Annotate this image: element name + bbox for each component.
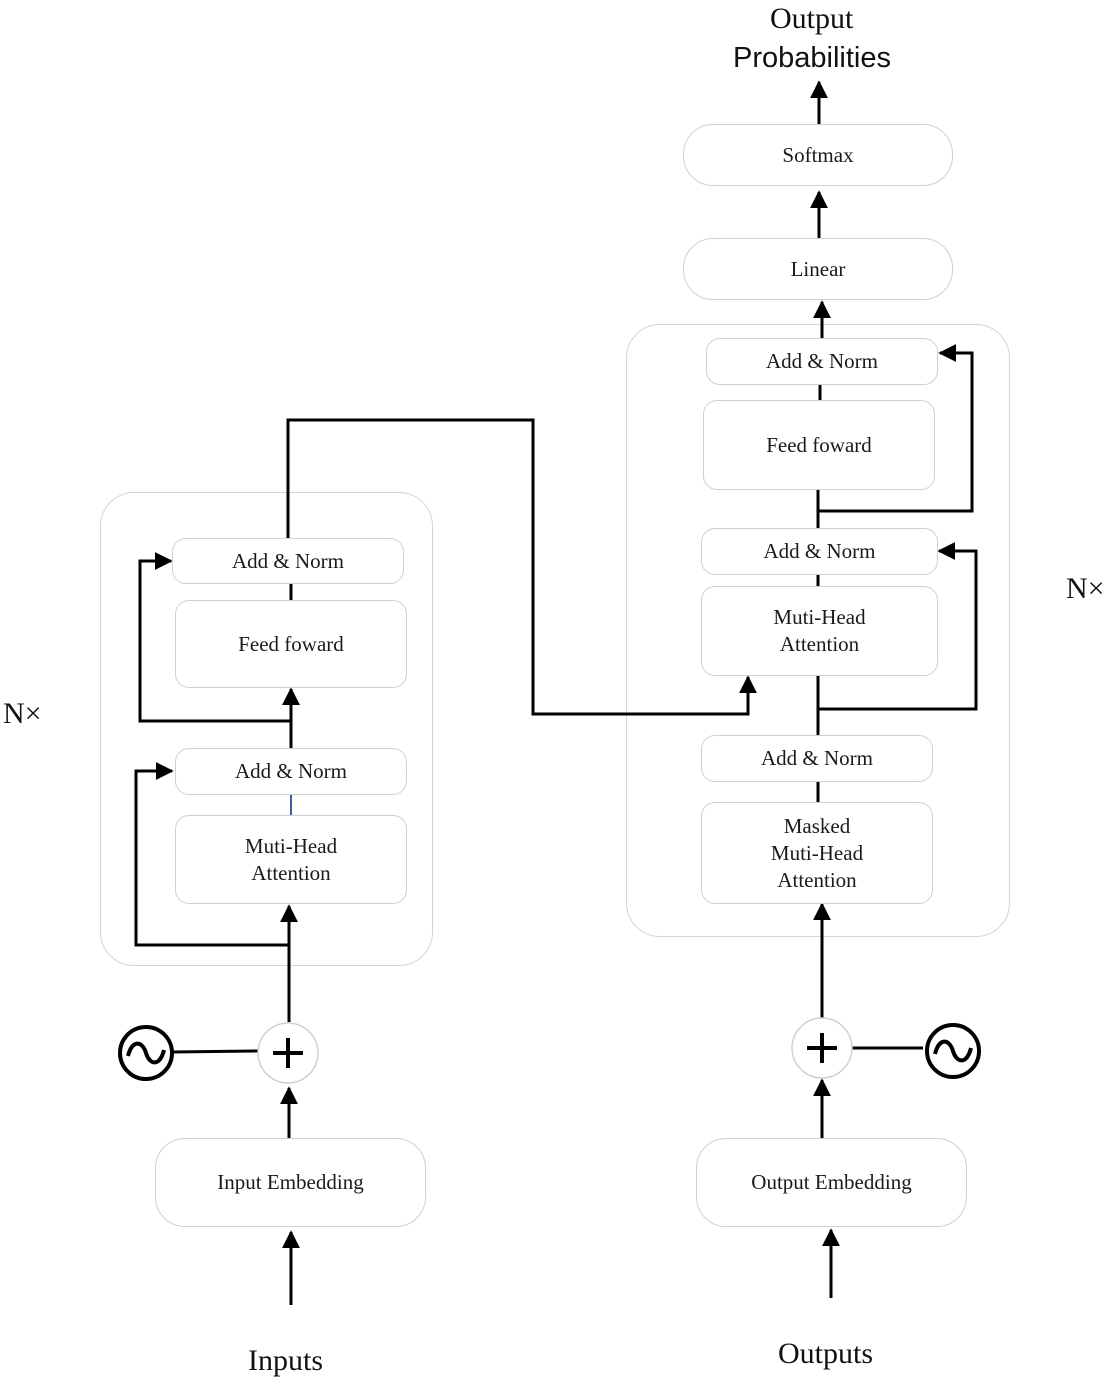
decoder-residual-1 (818, 542, 978, 711)
encoder-sum-node (257, 1022, 319, 1084)
output-probabilities-line2: Probabilities (733, 42, 891, 74)
decoder-add-norm-top: Add & Norm (706, 338, 938, 385)
decoder-feed-forward-label: Feed foward (766, 432, 872, 457)
input-embedding-label: Input Embedding (217, 1170, 364, 1194)
decoder-masked-attention: Masked Muti-Head Attention (701, 802, 933, 904)
output-embedding-label: Output Embedding (751, 1170, 912, 1194)
decoder-add-norm-middle: Add & Norm (701, 528, 938, 575)
encoder-repeat-label: N× (3, 697, 42, 730)
softmax-box: Softmax (683, 124, 953, 186)
decoder-feed-forward: Feed foward (703, 400, 935, 490)
encoder-residual-1 (134, 762, 289, 947)
linear-box: Linear (683, 238, 953, 300)
decoder-sum-node (791, 1017, 853, 1079)
encoder-feed-forward: Feed foward (175, 600, 407, 688)
decoder-cross-attention: Muti-Head Attention (701, 586, 938, 676)
encoder-pe-line (172, 1049, 259, 1054)
decoder-residual-2 (818, 344, 974, 513)
decoder-add-norm-middle-label: Add & Norm (763, 539, 876, 563)
encoder-attention-label: Muti-Head Attention (244, 833, 338, 885)
decoder-add-norm-bottom-label: Add & Norm (761, 746, 873, 770)
encoder-add-norm-bottom: Add & Norm (175, 748, 407, 795)
linear-label: Linear (790, 256, 846, 281)
outputs-label: Outputs (778, 1337, 874, 1370)
encoder-add-norm-top-label: Add & Norm (232, 548, 344, 573)
inputs-label: Inputs (248, 1344, 323, 1377)
encoder-add-norm-top: Add & Norm (172, 538, 404, 584)
encoder-multi-head-attention: Muti-Head Attention (175, 815, 407, 904)
decoder-positional-encoding-icon (925, 1023, 981, 1079)
encoder-add-norm-bottom-label: Add & Norm (235, 759, 347, 783)
decoder-add-norm-top-label: Add & Norm (766, 349, 878, 373)
output-embedding: Output Embedding (696, 1138, 967, 1227)
encoder-feed-forward-label: Feed foward (238, 631, 344, 656)
decoder-repeat-label: N× (1066, 572, 1105, 605)
encoder-positional-encoding-icon (118, 1025, 174, 1081)
softmax-label: Softmax (782, 142, 854, 167)
output-probabilities-line1: Output (770, 2, 854, 35)
decoder-cross-attention-label: Muti-Head Attention (773, 605, 866, 656)
encoder-to-decoder-arrow (286, 418, 757, 716)
encoder-residual-2 (138, 552, 291, 723)
input-embedding: Input Embedding (155, 1138, 426, 1227)
decoder-masked-attention-label: Masked Muti-Head Attention (770, 813, 864, 892)
decoder-add-norm-bottom: Add & Norm (701, 735, 933, 782)
